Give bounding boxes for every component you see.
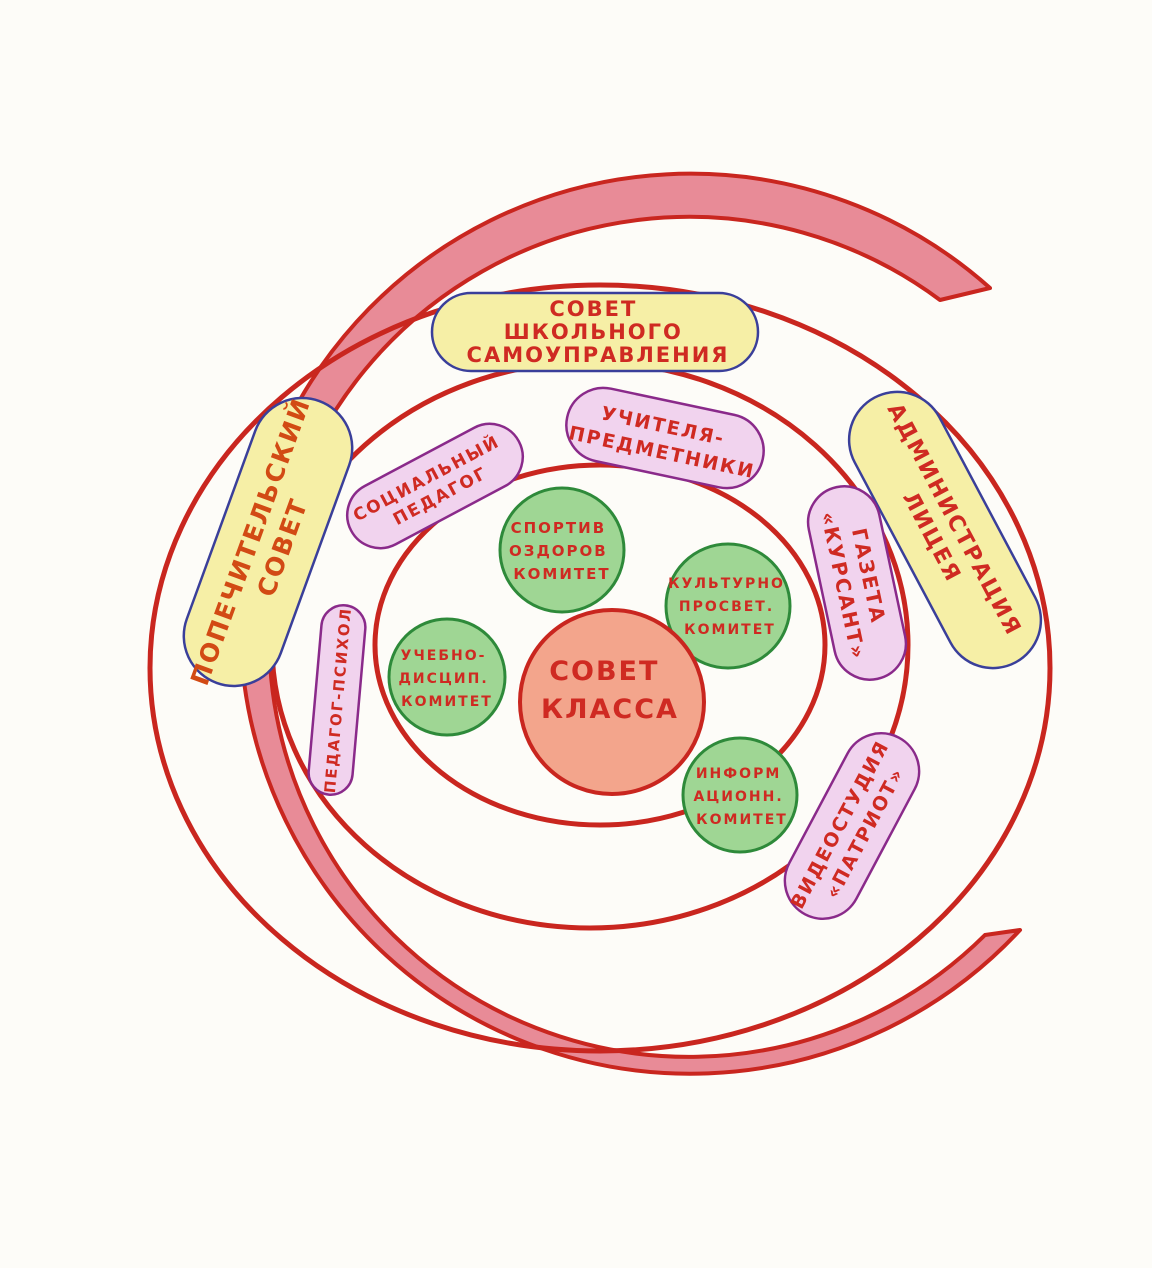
svg-text:СПОРТИВ ОЗДОРОВ КО: СПОРТИВ ОЗДОРОВ КОМИТЕТ xyxy=(509,519,615,583)
culture-committee-node: КУЛЬТУРНО ПРОСВЕТ. КОМИТЕТ xyxy=(664,542,792,670)
newspaper-node: ГАЗЕТА «КУРСАНТ» xyxy=(806,485,908,681)
svg-text:ИНФОРМ АЦИОНН. КОМ: ИНФОРМ АЦИОНН. КОМИТЕТ xyxy=(693,766,790,828)
svg-text:УЧЕБНО- ДИСЦИП. КО: УЧЕБНО- ДИСЦИП. КОМИТЕТ xyxy=(398,648,495,710)
svg-text:СОВЕТ КЛАССА: СОВЕТ КЛАССА xyxy=(541,656,679,725)
ring-inner xyxy=(372,462,828,828)
video-studio-node: ВИДЕОСТУДИЯ «ПАТРИОТ» xyxy=(783,732,921,920)
sport-committee-node: СПОРТИВ ОЗДОРОВ КОМИТЕТ xyxy=(498,486,626,614)
teachers-node: УЧИТЕЛЯ- ПРЕДМЕТНИКИ xyxy=(565,386,765,490)
ring-outer xyxy=(147,282,1053,1054)
svg-text:СОВЕТ ШКОЛЬНОГО СА: СОВЕТ ШКОЛЬНОГО САМОУПРАВЛЕНИЯ xyxy=(467,297,730,367)
info-committee-node: ИНФОРМ АЦИОНН. КОМИТЕТ xyxy=(681,736,799,854)
psychologist-node: ПЕДАГОГ-ПСИХОЛ xyxy=(307,604,367,796)
study-committee-node: УЧЕБНО- ДИСЦИП. КОМИТЕТ xyxy=(387,617,507,737)
svg-text:КУЛЬТУРНО ПРОСВЕТ.: КУЛЬТУРНО ПРОСВЕТ. КОМИТЕТ xyxy=(668,576,792,638)
class-council-node: СОВЕТ КЛАССА xyxy=(518,608,706,796)
council-node: СОВЕТ ШКОЛЬНОГО САМОУПРАВЛЕНИЯ xyxy=(430,291,760,373)
outer-band xyxy=(238,171,1022,1076)
